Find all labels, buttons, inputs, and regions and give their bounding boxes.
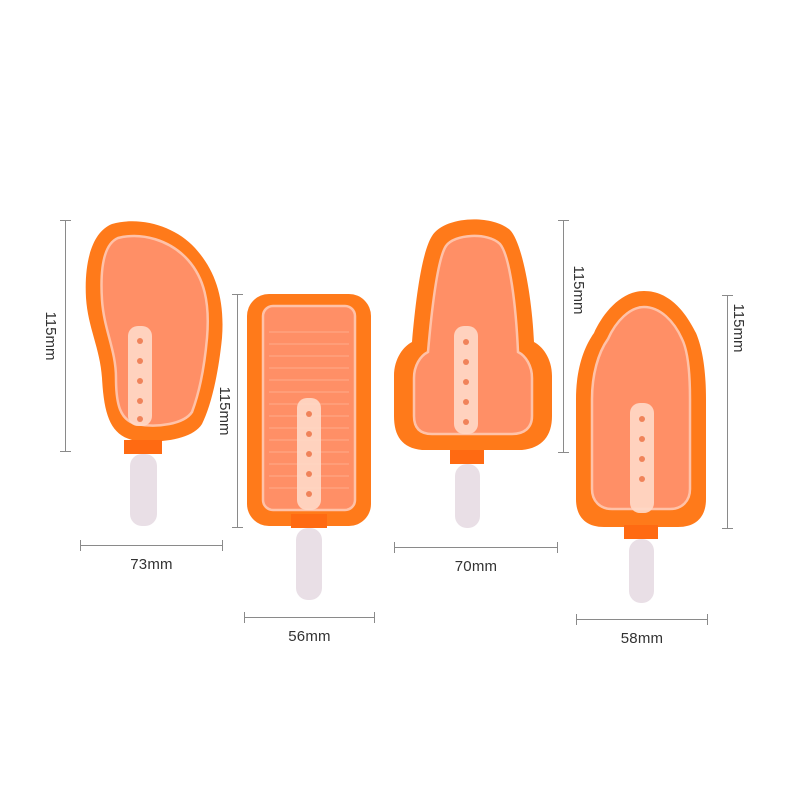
dimension-line [80, 545, 223, 546]
dimension-height-rectangle: 115mm [216, 294, 243, 528]
height-label: 115mm [215, 386, 233, 436]
dimension-line [237, 294, 238, 528]
dimension-tick [60, 451, 71, 452]
mold-rectangle [245, 292, 375, 604]
height-label: 115mm [729, 303, 747, 353]
dimension-tick [557, 542, 558, 553]
pointed-bar-mold-illustration [576, 291, 706, 603]
width-label: 70mm [454, 558, 498, 575]
dimension-height-rocket: 115mm [558, 220, 587, 453]
dimension-height-pointed-bar: 115mm [722, 295, 747, 529]
dimension-line [244, 617, 375, 618]
dimension-tick [232, 527, 243, 528]
dimension-tick [394, 542, 395, 553]
dimension-tick [722, 295, 733, 296]
dimension-line [65, 220, 66, 452]
dimension-tick [576, 614, 577, 625]
width-label: 73mm [130, 556, 173, 573]
dimension-tick [707, 614, 708, 625]
dimension-tick [722, 528, 733, 529]
mold-foot [80, 218, 230, 528]
dimension-line [727, 295, 728, 529]
dimension-width-foot: 73mm [80, 540, 223, 580]
dimension-tick [80, 540, 81, 551]
dimension-tick [232, 294, 243, 295]
dimension-width-rectangle: 56mm [244, 612, 375, 652]
height-label: 115mm [41, 311, 59, 361]
width-label: 58mm [620, 630, 664, 647]
rocket-mold-illustration [394, 219, 552, 528]
mold-pointed-bar [574, 289, 709, 605]
dimension-tick [558, 220, 569, 221]
dimension-height-foot: 115mm [42, 220, 71, 452]
mold-rocket [392, 216, 557, 530]
dimension-width-pointed-bar: 58mm [576, 614, 708, 654]
dimension-line [576, 619, 708, 620]
dimension-tick [374, 612, 375, 623]
width-label: 56mm [288, 628, 331, 645]
dimension-width-rocket: 70mm [394, 542, 558, 582]
dimension-tick [558, 452, 569, 453]
dimension-line [394, 547, 558, 548]
dimension-line [563, 220, 564, 453]
dimension-tick [60, 220, 71, 221]
rectangle-mold-illustration [247, 294, 371, 600]
dimension-tick [222, 540, 223, 551]
dimension-tick [244, 612, 245, 623]
foot-mold-illustration [85, 221, 223, 526]
